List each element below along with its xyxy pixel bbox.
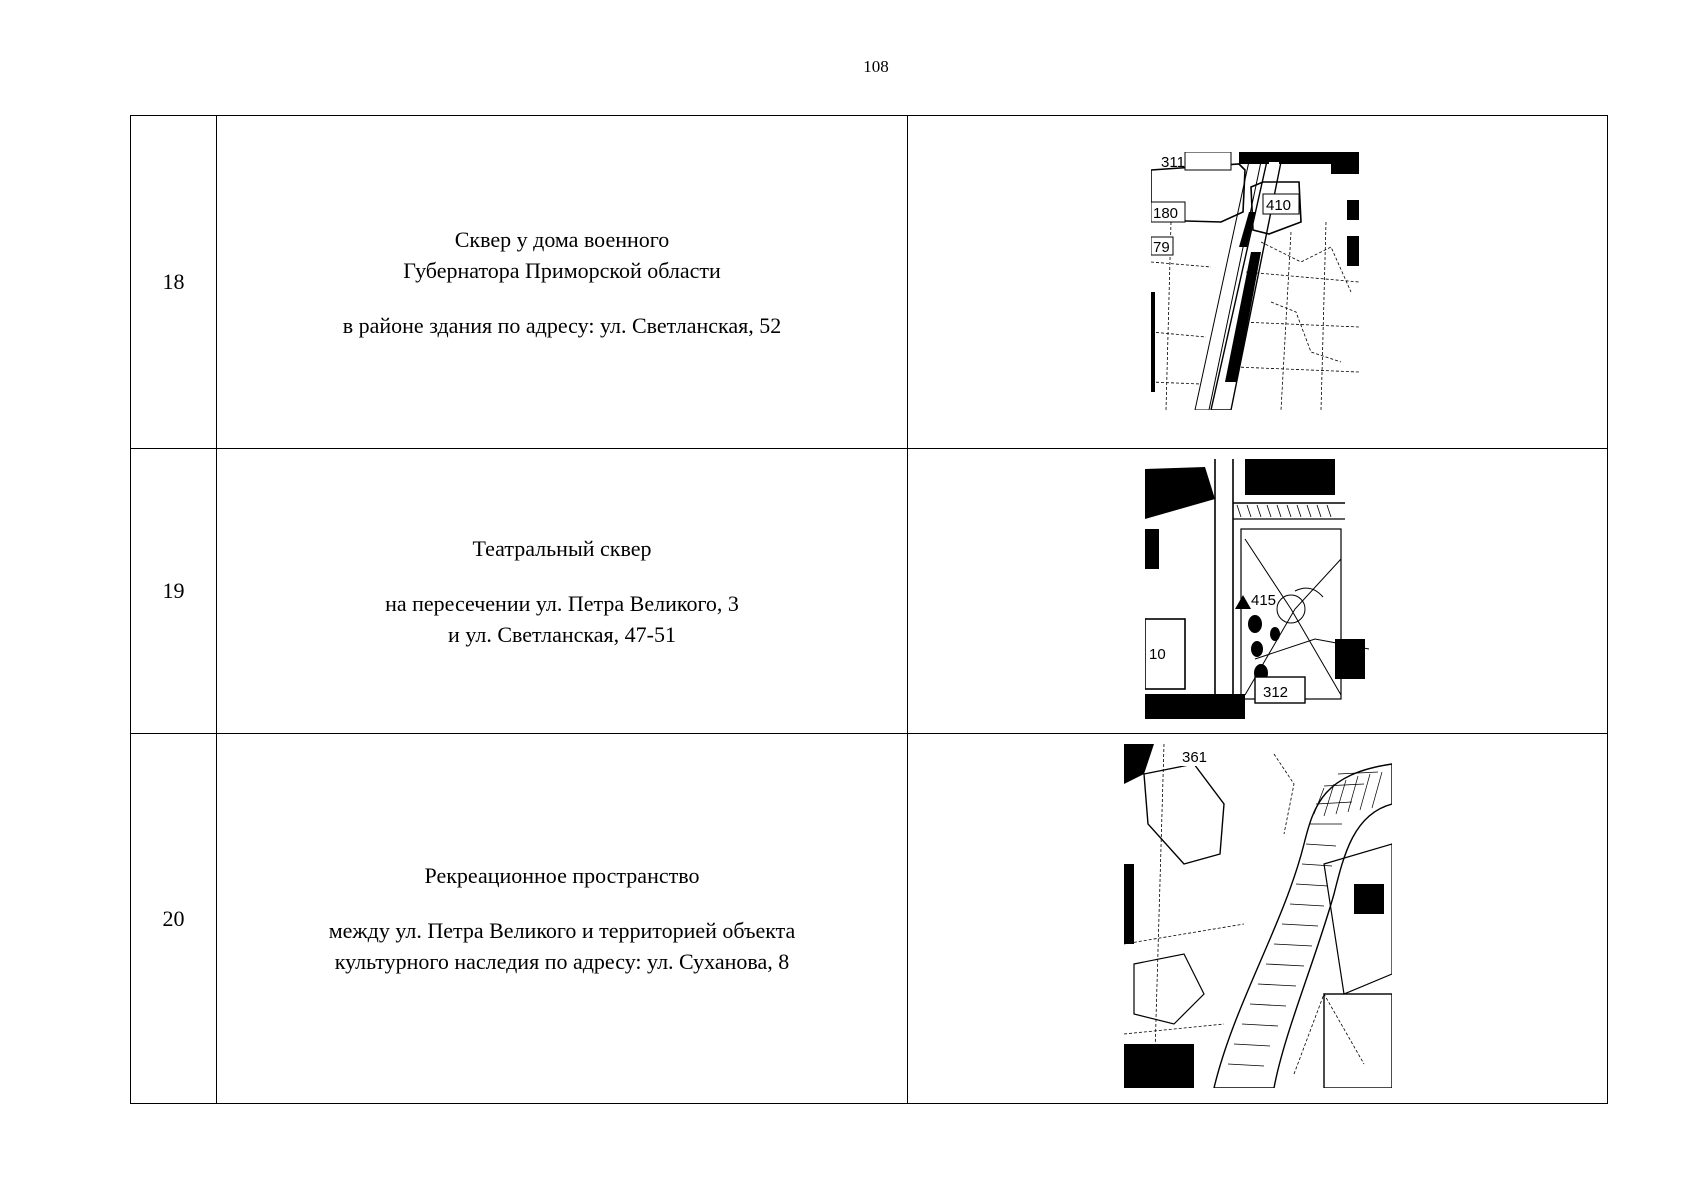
map-label: 410 [1266, 197, 1291, 214]
object-description: Сквер у дома военного Губернатора Примор… [216, 115, 908, 449]
objects-table: 18 Сквер у дома военного Губернатора При… [130, 115, 1608, 1104]
object-address: в районе здания по адресу: ул. Светланск… [342, 312, 782, 338]
row-number: 20 [130, 733, 217, 1104]
object-description: Театральный сквер на пересечении ул. Пет… [216, 448, 908, 734]
map-fragment-18: 311 410 180 79 [1150, 151, 1359, 410]
object-title: Рекреационное пространство [424, 863, 700, 888]
map-label: 311 [1161, 154, 1185, 171]
table-row: 18 Сквер у дома военного Губернатора При… [130, 115, 1608, 449]
object-address: на пересечении ул. Петра Великого, 3 [385, 590, 739, 616]
table-row: 20 Рекреационное пространство между ул. … [130, 733, 1608, 1104]
map-label: 180 [1153, 205, 1178, 222]
object-address: культурного наследия по адресу: ул. Суха… [334, 949, 790, 974]
map-label: 415 [1251, 592, 1276, 609]
object-description: Рекреационное пространство между ул. Пет… [216, 733, 908, 1104]
map-label: 10 [1149, 646, 1166, 663]
map-fragment-20: 361 [1123, 744, 1392, 1088]
row-number: 19 [130, 448, 217, 734]
object-title: Сквер у дома военного [454, 226, 670, 252]
map-fragment-19: 415 10 312 [1144, 458, 1369, 719]
map-label: 361 [1182, 749, 1207, 766]
object-address: и ул. Светланская, 47-51 [448, 621, 676, 647]
map-cell: 415 10 312 [907, 448, 1608, 734]
page-number: 108 [863, 57, 889, 76]
row-number: 18 [130, 115, 217, 449]
table-row: 19 Театральный сквер на пересечении ул. … [130, 448, 1608, 734]
object-title: Театральный сквер [472, 535, 652, 561]
object-title: Губернатора Приморской области [403, 257, 721, 283]
map-label: 312 [1263, 684, 1288, 701]
object-address: между ул. Петра Великого и территорией о… [328, 918, 796, 943]
map-label: 79 [1153, 239, 1170, 256]
map-cell: 311 410 180 79 [907, 115, 1608, 449]
map-cell: 361 [907, 733, 1608, 1104]
